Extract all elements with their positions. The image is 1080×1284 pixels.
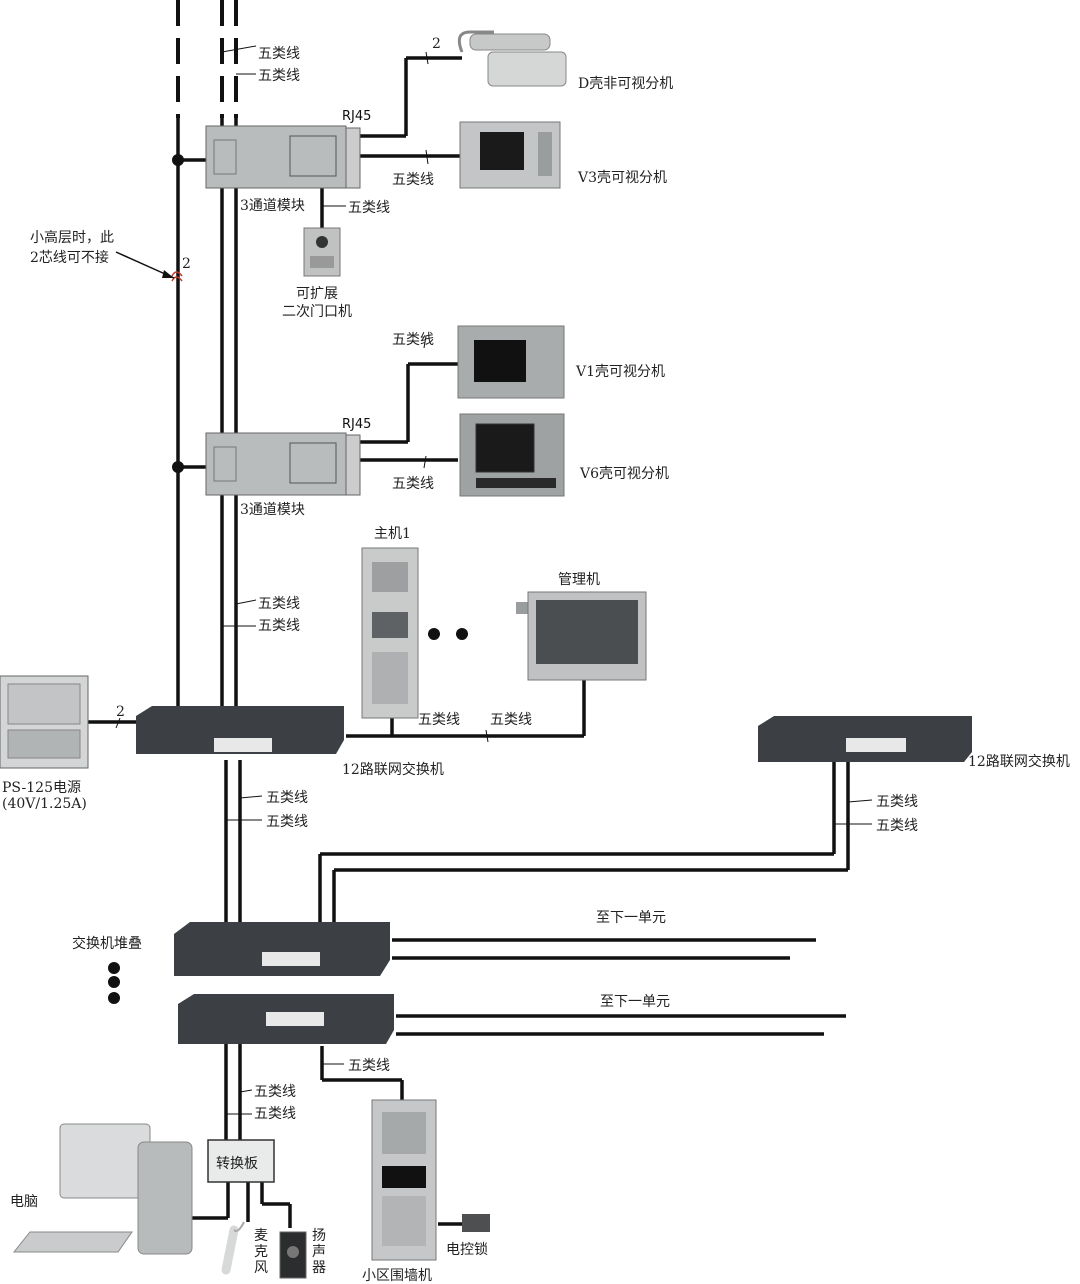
label-cat5-host: 五类线 (418, 712, 460, 728)
v3-monitor-unit (459, 121, 561, 189)
label-cat5-door: 五类线 (348, 200, 390, 216)
label-d-handset: D壳非可视分机 (578, 75, 673, 92)
label-module-1: 3通道模块 (240, 198, 305, 214)
management-unit (516, 591, 647, 681)
label-cat5-wall: 五类线 (348, 1058, 390, 1074)
computer (12, 1123, 193, 1255)
label-psu-1: PS-125电源 (2, 780, 81, 796)
label-converter: 转换板 (216, 1155, 258, 1172)
label-cat5-mid-1: 五类线 (258, 596, 300, 612)
wall-unit (371, 1099, 437, 1261)
label-speaker-2: 声 (312, 1244, 326, 1260)
label-speaker-3: 器 (312, 1260, 326, 1276)
electric-lock (462, 1214, 490, 1232)
label-computer: 电脑 (10, 1194, 38, 1210)
label-wall-unit: 小区围墙机 (362, 1268, 432, 1284)
label-secondary-door-1: 可扩展 (296, 286, 338, 302)
label-next-unit-2: 至下一单元 (600, 994, 670, 1010)
label-switch-stack: 交换机堆叠 (72, 935, 142, 952)
v1-monitor-unit (457, 325, 565, 399)
label-v3-monitor: V3壳可视分机 (577, 169, 667, 186)
switch-remote (758, 716, 972, 762)
label-speaker-1: 扬 (312, 1228, 326, 1244)
label-v6-monitor: V6壳可视分机 (579, 465, 669, 482)
label-cat5-management: 五类线 (490, 712, 532, 728)
microphone (221, 1221, 245, 1275)
label-note-1: 小高层时，此 (30, 229, 114, 246)
label-cat5-remote-2: 五类线 (876, 818, 918, 834)
label-cat5-converter-1: 五类线 (254, 1084, 296, 1100)
label-switch-main: 12路联网交换机 (342, 761, 444, 778)
label-cat5-lower-1: 五类线 (266, 790, 308, 806)
label-cat5-lower-2: 五类线 (266, 814, 308, 830)
label-v1-monitor: V1壳可视分机 (575, 363, 665, 380)
label-mic-1: 麦 (254, 1228, 268, 1244)
power-supply (0, 675, 89, 769)
label-rj45-1: RJ45 (342, 109, 371, 124)
label-psu-2: (40V/1.25A) (2, 796, 87, 812)
module-1 (205, 125, 361, 189)
speaker (279, 1231, 307, 1279)
label-cat5-v3: 五类线 (392, 172, 434, 188)
label-lock: 电控锁 (446, 1242, 488, 1258)
label-mic-2: 克 (254, 1244, 268, 1260)
label-cat5-remote-1: 五类线 (876, 794, 918, 810)
d-handset-unit (457, 30, 567, 87)
host-1-panel (361, 547, 468, 719)
label-module-2: 3通道模块 (240, 502, 305, 518)
label-cat5-v1: 五类线 (392, 332, 434, 348)
label-cat5-v6: 五类线 (392, 476, 434, 492)
label-two-psu: 2 (116, 704, 125, 720)
label-management: 管理机 (558, 572, 600, 588)
label-note-2: 2芯线可不接 (30, 249, 109, 266)
label-switch-remote: 12路联网交换机 (968, 753, 1070, 770)
switch-stack-1 (108, 922, 390, 1004)
label-two-note: 2 (182, 256, 191, 272)
module-2 (205, 432, 361, 496)
label-host-1: 主机1 (374, 526, 411, 542)
label-rj45-2: RJ45 (342, 417, 371, 432)
label-cat5-mid-2: 五类线 (258, 618, 300, 634)
label-two-handset: 2 (432, 36, 441, 52)
label-cat5-top-2: 五类线 (258, 68, 300, 84)
v6-monitor-unit (459, 413, 565, 497)
label-cat5-converter-2: 五类线 (254, 1106, 296, 1122)
converter-board (207, 1139, 275, 1183)
labels: 五类线 五类线 2 D壳非可视分机 RJ45 五类线 V3壳可视分机 3通道模块… (2, 36, 1070, 1284)
label-secondary-door-2: 二次门口机 (282, 304, 352, 320)
switch-main (136, 706, 344, 754)
label-mic-3: 风 (254, 1260, 268, 1276)
secondary-door-unit (303, 227, 341, 277)
cable-label-ticks (115, 45, 873, 1115)
label-next-unit-1: 至下一单元 (596, 910, 666, 926)
backbone-wires (88, 0, 850, 1228)
label-cat5-top-1: 五类线 (258, 46, 300, 62)
switch-stack-2 (178, 994, 394, 1044)
